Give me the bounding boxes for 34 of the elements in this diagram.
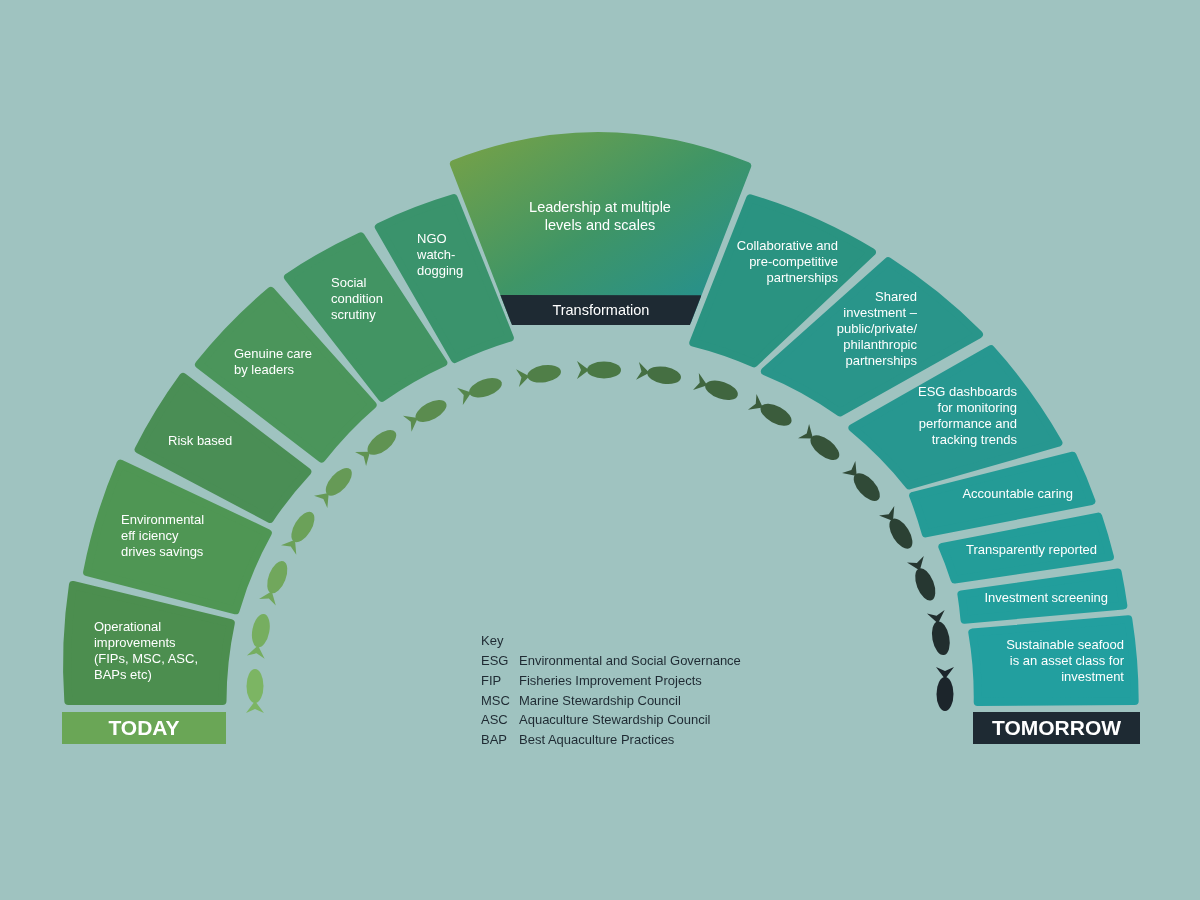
segment-label: Sustainable seafood is an asset class for investment (1005, 637, 1124, 685)
segment-label: Shared investment – public/private/ philanthropic partnerships (835, 289, 917, 369)
definition: Best Aquaculture Practices (519, 732, 675, 749)
definition: Fisheries Improvement Projects (519, 672, 702, 689)
abbreviation: MSC (481, 692, 510, 709)
segment-label: Investment screening (984, 590, 1108, 606)
abbreviation: FIP (481, 672, 502, 689)
banner: Transformation (500, 294, 702, 325)
abbreviation: BAP (481, 732, 507, 749)
arch-segment (968, 615, 1139, 706)
arch-segment (957, 568, 1128, 624)
segment-label: Collaborative and pre-competitive partnerships (735, 238, 838, 286)
abbreviation: ASC (481, 712, 508, 729)
definition: Marine Stewardship Council (519, 692, 681, 709)
definition: Aquaculture Stewardship Council (519, 712, 711, 729)
segment-label: ESG dashboards for monitoring performance and tracking trends (917, 384, 1017, 448)
segment-label: Leadership at multiple levels and scales (528, 198, 672, 234)
segment-label: Risk based (168, 433, 233, 449)
segment-label: Operational improvements (FIPs, MSC, ASC, BAPs etc) (94, 619, 199, 683)
segment-label: Accountable caring (962, 486, 1073, 502)
segment-label: Social condition scrutiny (331, 275, 385, 323)
segment-label: Transparently reported (965, 542, 1097, 558)
segment-label: NGO watch- dogging (417, 231, 465, 279)
arch-segment (62, 580, 235, 705)
arch-segment (908, 451, 1097, 538)
segment-label: Environmental eff iciency drives savings (121, 512, 206, 560)
segment-label: Genuine care by leaders (234, 346, 314, 378)
banner: TODAY (62, 712, 226, 744)
abbreviation: ESG (481, 653, 509, 669)
definition: Environmental and Social Governance (519, 653, 741, 669)
arch-segment (937, 512, 1115, 584)
key-heading: Key (481, 633, 504, 649)
arch-segment (82, 458, 273, 615)
banner: TOMORROW (973, 712, 1140, 744)
